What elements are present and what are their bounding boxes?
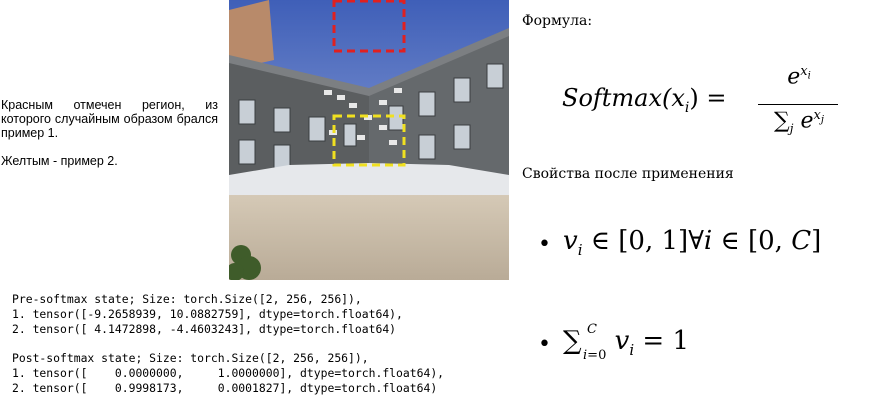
yellow-region-box	[332, 114, 406, 167]
building-photo	[229, 0, 509, 280]
property-1: vi ∈ [0, 1]∀i ∈ [0, C]	[563, 226, 822, 260]
properties-label: Свойства после применения	[522, 166, 734, 182]
softmax-formula: Softmax(xi) = exi ∑j exj	[562, 62, 852, 152]
pre-softmax-line-2: 2. tensor([ 4.1472898, -4.4603243], dtyp…	[12, 321, 397, 336]
red-region-box	[332, 0, 406, 53]
post-softmax-header: Post-softmax state; Size: torch.Size([2,…	[12, 351, 369, 366]
pre-softmax-header: Pre-softmax state; Size: torch.Size([2, …	[12, 292, 362, 306]
tensor-output: Pre-softmax state; Size: torch.Size([2, …	[12, 292, 444, 396]
bullet-icon: •	[538, 332, 551, 357]
formula-lhs-subscript: i	[684, 99, 690, 116]
post-softmax-line-1: 1. tensor([ 0.0000000, 1.0000000], dtype…	[12, 365, 445, 380]
description-text: Красным отмечен регион, из которого случ…	[1, 98, 218, 182]
description-red-region: Красным отмечен регион, из которого случ…	[1, 98, 218, 140]
post-softmax-line-2: 2. tensor([ 0.9998173, 0.0001827], dtype…	[12, 380, 438, 395]
pre-softmax-line-1: 1. tensor([-9.2658939, 10.0882759], dtyp…	[12, 306, 403, 321]
bullet-icon: •	[538, 232, 551, 257]
formula-label: Формула:	[522, 13, 593, 29]
formula-lhs: Softmax(x	[562, 84, 685, 112]
description-yellow-region: Желтым - пример 2.	[1, 154, 118, 168]
